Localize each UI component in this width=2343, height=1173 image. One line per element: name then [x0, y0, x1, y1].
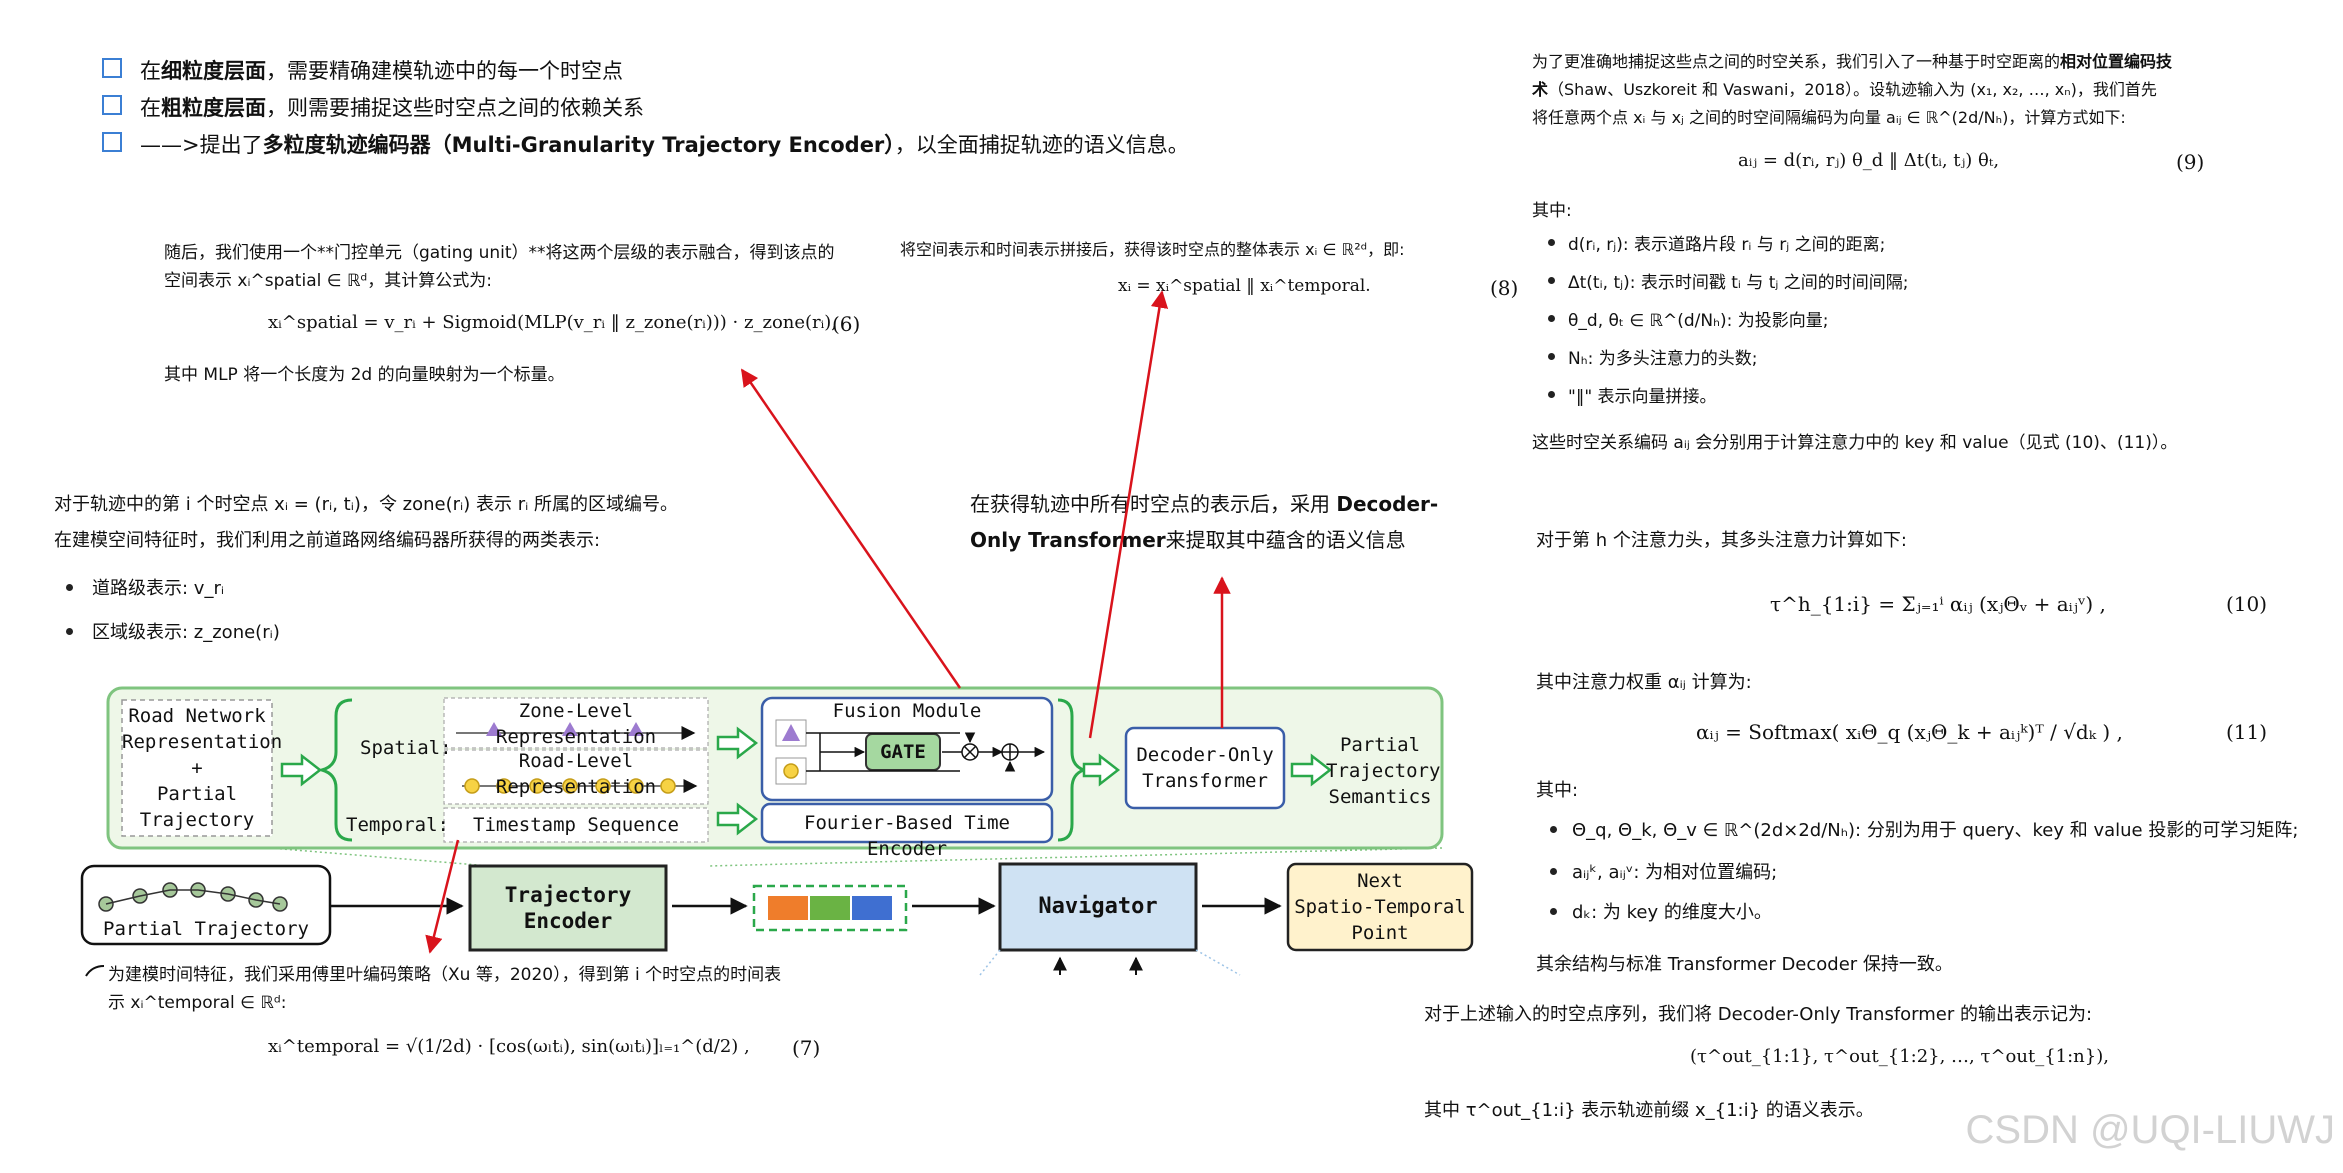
timestamp-label: Timestamp Sequence [473, 814, 679, 836]
hollow-arrow-1 [280, 753, 323, 787]
gate-text-line2: 空间表示 xᵢ^spatial ∈ ℝᵈ，其计算公式为: [164, 271, 493, 291]
checklist-item-3: ——>提出了多粒度轨迹编码器（Multi-Granularity Traject… [140, 133, 1189, 157]
weight-intro: 其中注意力权重 αᵢⱼ 计算为: [1536, 672, 1752, 693]
temporal-text-line1: 为建模时间特征，我们采用傅里叶编码策略（Xu 等，2020），得到第 i 个时空… [108, 965, 782, 985]
gate-label: GATE [880, 741, 926, 763]
bullet-dot [66, 584, 73, 591]
checkbox-2[interactable] [102, 95, 122, 115]
road-level-label: Road-Level Representation [495, 750, 657, 798]
navigator-label: Navigator [1038, 894, 1158, 919]
checklist-item-1: 在细粒度层面，需要精确建模轨迹中的每一个时空点 [140, 59, 623, 83]
concat-text: 将空间表示和时间表示拼接后，获得该时空点的整体表示 xᵢ ∈ ℝ²ᵈ，即: [900, 240, 1405, 259]
equation-6-number: (6) [832, 312, 861, 336]
right-brace [1057, 698, 1089, 842]
head-intro: 对于第 h 个注意力头，其多头注意力计算如下: [1536, 530, 1907, 551]
temporal-label: Temporal: [346, 814, 449, 836]
rpe-intro-line1: 为了更准确地捕捉这些点之间的时空关系，我们引入了一种基于时空距离的相对位置编码技 [1532, 52, 2173, 71]
next-point-label: Next Spatio-Temporal Point [1294, 870, 1466, 944]
rpe-bullet-3: θ_d, θₜ ∈ ℝ^(d/Nₕ): 为投影向量; [1568, 311, 1829, 331]
rpe-bullet-1: d(rᵢ, rⱼ): 表示道路片段 rᵢ 与 rⱼ 之间的距离; [1568, 235, 1886, 255]
decoder-note-line1: 在获得轨迹中所有时空点的表示后，采用 Decoder- [970, 492, 1439, 516]
decoder-note-line2: Only Transformer来提取其中蕴含的语义信息 [970, 528, 1406, 552]
fourier-label: Fourier-Based Time Encoder [804, 812, 1010, 860]
rpe-bullet-2: Δt(tᵢ, tⱼ): 表示时间戳 tᵢ 与 tⱼ 之间的时间间隔; [1568, 273, 1909, 293]
attn-bullet-1: Θ_q, Θ_k, Θ_v ∈ ℝ^(2d×2d/Nₕ): 分别为用于 quer… [1572, 820, 2299, 841]
equation-9: aᵢⱼ = d(rᵢ, rⱼ) θ_d ‖ Δt(tᵢ, tⱼ) θₜ, [1738, 150, 2000, 171]
bullet-dot [1548, 391, 1555, 398]
attn-bullet-2: aᵢⱼᵏ, aᵢⱼᵛ: 为相对位置编码; [1572, 862, 1778, 883]
bullet-dot [1548, 315, 1555, 322]
checkbox-1[interactable] [102, 58, 122, 78]
rest-note: 其余结构与标准 Transformer Decoder 保持一致。 [1536, 954, 1953, 975]
road-network-label: Road Network Representation + Partial Tr… [122, 705, 283, 831]
red-arrow-fourier [425, 839, 460, 954]
output-intro: 对于上述输入的时空点序列，我们将 Decoder-Only Transforme… [1424, 1004, 2093, 1025]
partial-semantics-label: Partial Trajectory Semantics [1326, 734, 1441, 808]
equation-8-number: (8) [1490, 276, 1519, 300]
spatial-bullet-2: 区域级表示: z_zone(rᵢ) [92, 622, 280, 643]
checklist-item-2: 在粗粒度层面，则需要捕捉这些时空点之间的依赖关系 [140, 96, 644, 120]
embedding-dashed-box [752, 884, 908, 932]
rpe-intro-line3: 将任意两个点 xᵢ 与 xⱼ 之间的时空间隔编码为向量 aᵢⱼ ∈ ℝ^(2d/… [1532, 108, 2126, 127]
output-note: 其中 τ^out_{1:i} 表示轨迹前缀 x_{1:i} 的语义表示。 [1424, 1100, 1874, 1121]
trajectory-dots [98, 882, 288, 912]
equation-7-number: (7) [792, 1036, 821, 1060]
partial-trajectory-label: Partial Trajectory [103, 918, 309, 940]
fusion-module-label: Fusion Module [832, 700, 982, 722]
spatial-bullet-1: 道路级表示: v_rᵢ [92, 578, 225, 599]
equation-7: xᵢ^temporal = √(1/2d) · [cos(ωₗtᵢ), sin(… [268, 1036, 750, 1057]
bullet-dot [1548, 277, 1555, 284]
bullet-dot [1548, 353, 1555, 360]
rpe-bullet-5: "‖" 表示向量拼接。 [1568, 387, 1717, 407]
equation-6: xᵢ^spatial = v_rᵢ + Sigmoid(MLP(v_rᵢ ‖ z… [268, 312, 838, 333]
mlp-note: 其中 MLP 将一个长度为 2d 的向量映射为一个标量。 [164, 365, 565, 385]
decoder-only-label: Decoder-Only Transformer [1136, 744, 1274, 792]
hollow-arrow-3 [716, 802, 759, 836]
equation-8: xᵢ = xᵢ^spatial ‖ xᵢ^temporal. [1118, 276, 1371, 296]
bullet-dot [1550, 868, 1557, 875]
plus-icon [1001, 743, 1019, 761]
bullet-dot [1550, 908, 1557, 915]
spatial-intro-line2: 在建模空间特征时，我们利用之前道路网络编码器所获得的两类表示: [54, 530, 601, 551]
attn-bullet-3: dₖ: 为 key 的维度大小。 [1572, 902, 1772, 923]
hollow-arrow-5 [1290, 753, 1333, 787]
red-arrow-gate [740, 368, 962, 689]
gate-text-line1: 随后，我们使用一个**门控单元（gating unit）**将这两个层级的表示融… [164, 243, 835, 263]
spatial-intro-line1: 对于轨迹中的第 i 个时空点 xᵢ = (rᵢ, tᵢ)，令 zone(rᵢ) … [54, 494, 679, 515]
rpe-bullet-4: Nₕ: 为多头注意力的头数; [1568, 349, 1758, 369]
equation-9-number: (9) [2176, 150, 2205, 174]
bullet-dot [1550, 826, 1557, 833]
checkbox-3[interactable] [102, 132, 122, 152]
where-label-1: 其中: [1532, 201, 1572, 221]
spatial-label: Spatial: [360, 737, 452, 759]
equation-11: αᵢⱼ = Softmax( xᵢΘ_q (xⱼΘ_k + aᵢⱼᵏ)ᵀ / √… [1696, 720, 2123, 744]
temporal-text-line2: 示 xᵢ^temporal ∈ ℝᵈ: [108, 993, 287, 1013]
trajectory-encoder-label: Trajectory Encoder [504, 883, 632, 933]
zone-level-label: Zone-Level Representation [495, 700, 657, 748]
hollow-arrow-2 [716, 726, 759, 760]
hollow-arrow-4 [1082, 753, 1121, 787]
rpe-intro-line2: 术（Shaw、Uszkoreit 和 Vaswani，2018）。设轨迹输入为 … [1532, 80, 2157, 99]
equation-11-number: (11) [2226, 720, 2268, 744]
where-label-2: 其中: [1536, 780, 1579, 801]
bullet-dot [1548, 239, 1555, 246]
equation-10-number: (10) [2226, 592, 2268, 616]
kv-note: 这些时空关系编码 aᵢⱼ 会分别用于计算注意力中的 key 和 value（见式… [1532, 433, 2178, 453]
bullet-dot [66, 628, 73, 635]
watermark: CSDN @UQI-LIUWJ [1965, 1108, 2336, 1152]
multiply-icon [961, 743, 979, 761]
output-equation: (τ^out_{1:1}, τ^out_{1:2}, …, τ^out_{1:n… [1690, 1046, 2109, 1067]
equation-10: τ^h_{1:i} = Σⱼ₌₁ⁱ αᵢⱼ (xⱼΘᵥ + aᵢⱼᵛ) , [1770, 592, 2106, 616]
